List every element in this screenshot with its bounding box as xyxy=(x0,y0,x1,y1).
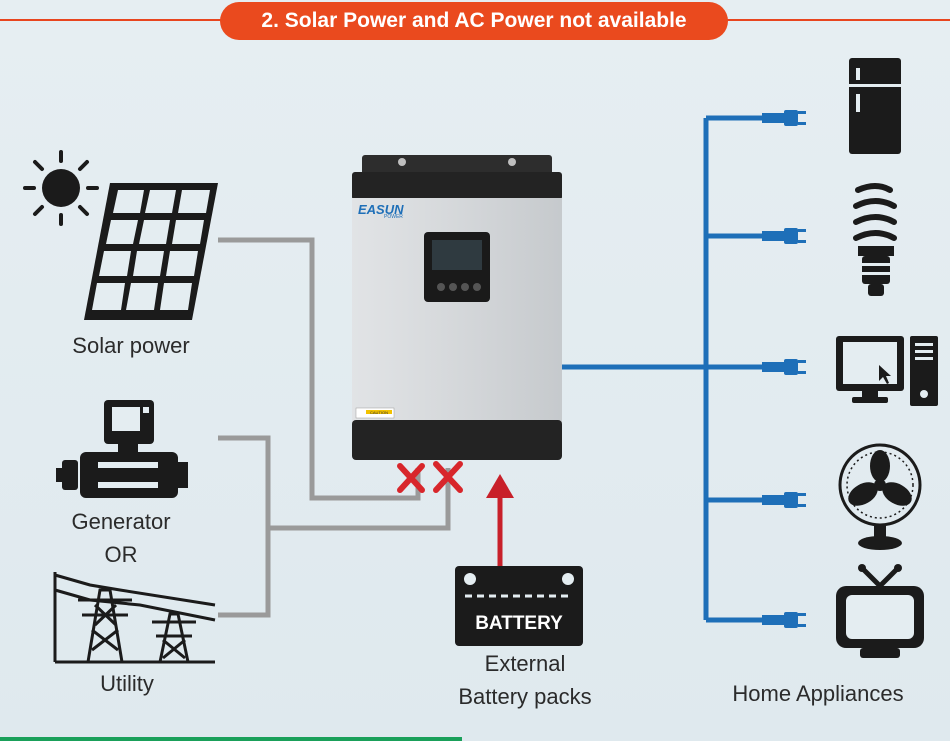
footer-rule xyxy=(0,737,462,741)
ac-output-wires xyxy=(562,115,762,623)
solar-panel-icon xyxy=(84,183,218,320)
inverter-unit: CAUTION EASUN POWER xyxy=(352,155,562,460)
disconnected-cross-icons xyxy=(397,461,463,493)
plug-icon xyxy=(762,228,806,244)
generator-icon xyxy=(56,400,188,498)
generator-wire xyxy=(218,435,271,618)
appliances-label: Home Appliances xyxy=(732,681,904,706)
inverter-brand: EASUN xyxy=(358,202,404,217)
fan-icon xyxy=(838,443,922,550)
tv-icon xyxy=(836,564,924,658)
plug-icon xyxy=(762,359,806,375)
battery-label: BATTERY xyxy=(475,613,563,634)
solar-disconnected-icon xyxy=(397,463,425,493)
plug-icon xyxy=(762,110,806,126)
sun-icon xyxy=(23,150,99,226)
plug-icons xyxy=(762,110,806,628)
inverter-brand-sub: POWER xyxy=(384,214,403,220)
utility-pylon-icon xyxy=(53,572,216,664)
battery-arrow xyxy=(486,474,514,566)
ac-disconnected-icon xyxy=(433,461,463,493)
page-title: 2. Solar Power and AC Power not availabl… xyxy=(220,2,728,40)
caution-label: CAUTION xyxy=(370,410,388,415)
plug-icon xyxy=(762,612,806,628)
plug-icon xyxy=(762,492,806,508)
fridge-icon xyxy=(849,58,901,154)
solar-label: Solar power xyxy=(72,333,190,358)
computer-icon xyxy=(836,336,938,406)
light-bulb-icon xyxy=(853,183,897,296)
generator-label: Generator xyxy=(71,509,171,534)
utility-label: Utility xyxy=(100,671,154,696)
utility-wire xyxy=(268,468,451,531)
or-label: OR xyxy=(104,542,138,567)
battery-label-line2: Battery packs xyxy=(458,684,592,709)
battery-icon: BATTERY xyxy=(455,566,583,646)
battery-label-line1: External xyxy=(484,651,566,676)
